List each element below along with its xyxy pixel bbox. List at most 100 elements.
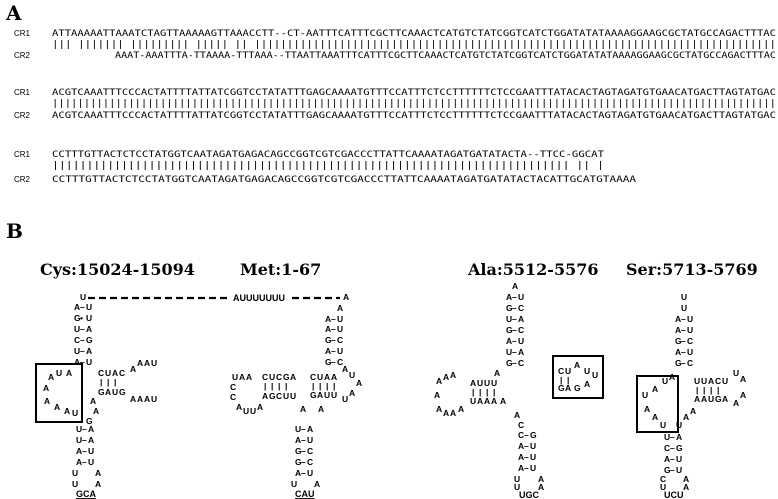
nucleotide: –	[82, 424, 87, 434]
nucleotide: U	[295, 424, 301, 434]
nucleotide: U	[681, 303, 687, 313]
nucleotide: A	[307, 424, 313, 434]
nucleotide: A	[74, 357, 80, 367]
nucleotide: –	[331, 346, 336, 356]
nucleotide: A	[325, 314, 331, 324]
nucleotide: C	[660, 474, 666, 484]
nucleotide: A	[356, 378, 362, 388]
title-ser: Ser:5713-5769	[626, 260, 758, 279]
nucleotide: A	[450, 370, 456, 380]
nucleotide: A	[295, 468, 301, 478]
nucleotide: U	[80, 292, 86, 302]
nucleotide: U	[687, 325, 693, 335]
nucleotide: C	[715, 376, 721, 386]
nucleotide: U	[584, 366, 590, 376]
nucleotide: U	[76, 424, 82, 434]
nucleotide: C	[98, 368, 104, 378]
nucleotide: |	[696, 385, 698, 395]
nucleotide: U	[664, 432, 670, 442]
nucleotide: U	[506, 347, 512, 357]
nucleotide: C	[558, 366, 564, 376]
nucleotide: A	[324, 372, 330, 382]
nucleotide: –	[512, 292, 517, 302]
row-label-cr1: CR1	[14, 150, 31, 159]
nucleotide: A	[491, 396, 497, 406]
nucleotide: A	[584, 379, 590, 389]
nucleotide: A	[436, 404, 442, 414]
match-bars-block2: ||||||||||||||||||||||||||||||||||||||||…	[52, 99, 776, 109]
nucleotide: A	[701, 394, 707, 404]
nucleotide: –	[301, 468, 306, 478]
nucleotide: U	[642, 390, 648, 400]
nucleotide: A	[740, 374, 746, 384]
title-cys: Cys:15024-15094	[40, 260, 195, 279]
alignment-block-2: CR1 ACGTCAAATTTCCCACTATTTTATTATCGGTCCTAT…	[14, 88, 776, 121]
nucleotide: A	[43, 383, 49, 393]
nucleotide: U	[72, 479, 78, 489]
nucleotide: A	[137, 394, 143, 404]
nucleotide: A	[683, 474, 689, 484]
nucleotide: A	[95, 479, 101, 489]
nucleotide: U	[290, 391, 296, 401]
nucleotide: U	[470, 396, 476, 406]
nucleotide: A	[676, 432, 682, 442]
nucleotide: G	[86, 335, 93, 345]
nucleotide: U	[112, 387, 118, 397]
alignment-block-3: CR1 CCTTTGTTACTCTCCTATGGTCAATAGATGAGACAG…	[14, 150, 636, 185]
nucleotide: –	[331, 324, 336, 334]
nucleotide: U	[86, 313, 92, 323]
nucleotide: U	[151, 394, 157, 404]
nucleotide: U	[514, 474, 520, 484]
box-ser-d-loop	[636, 375, 679, 433]
nucleotide: A	[105, 387, 111, 397]
nucleotide: U	[324, 390, 330, 400]
nucleotide: |	[271, 381, 273, 391]
nucleotide: A	[518, 314, 524, 324]
nucleotide: U	[232, 372, 238, 382]
nucleotide: C	[687, 358, 693, 368]
nucleotide: A	[690, 406, 696, 416]
nucleotide: U	[337, 314, 343, 324]
nucleotide: U	[56, 368, 62, 378]
nucleotide: A	[675, 314, 681, 324]
nucleotide: U	[349, 370, 355, 380]
nucleotide: A	[86, 324, 92, 334]
nucleotide: G	[506, 303, 513, 313]
nucleotide: U	[660, 420, 666, 430]
nucleotide: A	[257, 402, 263, 412]
nucleotide: –	[80, 302, 85, 312]
nucleotide: U	[530, 452, 536, 462]
nucleotide: G	[325, 335, 332, 345]
nucleotide: A	[76, 457, 82, 467]
nucleotide: U	[337, 346, 343, 356]
nucleotide: C	[518, 325, 524, 335]
nucleotide: G	[295, 457, 302, 467]
nucleotide: U	[250, 406, 256, 416]
nucleotide: A	[644, 404, 650, 414]
nucleotide: A	[694, 394, 700, 404]
nucleotide: U	[337, 324, 343, 334]
panel-a-label: A	[5, 1, 22, 25]
nucleotide: –	[80, 357, 85, 367]
nucleotide: A	[144, 394, 150, 404]
nucleotide: A	[484, 396, 490, 406]
match-bars-block3: ||||||||||||||||||||||||||||||||||||||||…	[52, 161, 604, 171]
nucleotide: A	[95, 468, 101, 478]
row-label-cr2: CR2	[14, 51, 31, 60]
nucleotide: A	[470, 378, 476, 388]
nucleotide: A	[262, 391, 268, 401]
nucleotide: C	[74, 335, 80, 345]
nucleotide: U	[530, 441, 536, 451]
nucleotide: A	[538, 482, 544, 492]
sequence-cr1-block3: CCTTTGTTACTCTCCTATGGTCAATAGATGAGACAGCCGG…	[52, 150, 604, 160]
nucleotide: C	[337, 335, 343, 345]
nucleotide: –	[512, 336, 517, 346]
nucleotide: C	[307, 446, 313, 456]
nucleotide: G	[675, 336, 682, 346]
nucleotide: A	[506, 292, 512, 302]
nucleotide: A	[512, 281, 518, 291]
nucleotide: U	[88, 457, 94, 467]
nucleotide: U	[86, 302, 92, 312]
